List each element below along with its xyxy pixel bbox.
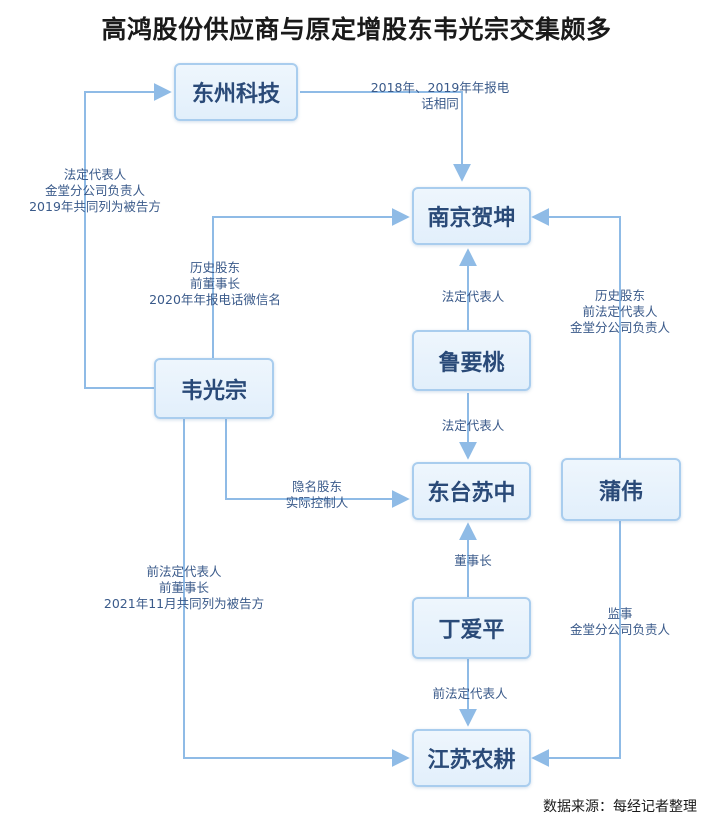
edge-wei-dongzhou — [84, 83, 172, 389]
node-label: 南京贺坤 — [427, 206, 516, 231]
edge-puwei-jiangsu — [531, 521, 621, 767]
label-wei-dongtai: 隐名股东 实际控制人 — [285, 479, 349, 510]
node-label: 丁爱平 — [438, 618, 505, 643]
label-wei-dongzhou: 法定代表人 金堂分公司负责人 2019年共同列为被告方 — [29, 167, 161, 214]
node-lu-yaotao: 鲁要桃 — [412, 330, 531, 391]
label-wei-nanjing: 历史股东 前董事长 2020年年报电话微信名 — [149, 260, 281, 307]
source-note: 数据来源：每经记者整理 — [543, 799, 697, 815]
node-dongtai-suzhong: 东台苏中 — [412, 462, 531, 520]
label-dingaiping-dongtai: 董事长 — [454, 553, 492, 568]
node-label: 鲁要桃 — [438, 350, 505, 376]
node-label: 江苏农耕 — [427, 748, 516, 773]
label-puwei-jiangsu: 监事 金堂分公司负责人 — [569, 606, 670, 637]
node-label: 东台苏中 — [427, 481, 516, 506]
label-luyaotao-nanjing: 法定代表人 — [441, 289, 505, 304]
label-luyaotao-dongtai: 法定代表人 — [441, 418, 505, 433]
node-label: 蒲伟 — [598, 479, 643, 505]
node-label: 韦光宗 — [180, 378, 247, 404]
node-label: 东州科技 — [191, 82, 280, 107]
node-nanjing-hekun: 南京贺坤 — [412, 187, 531, 245]
edge-dongzhou-nanjing — [300, 91, 471, 182]
label-wei-jiangsu: 前法定代表人 前董事长 2021年11月共同列为被告方 — [103, 564, 265, 611]
node-wei-guangzong: 韦光宗 — [154, 358, 274, 419]
edge-wei-nanjing — [212, 208, 410, 358]
node-pu-wei: 蒲伟 — [561, 458, 681, 521]
node-ding-aiping: 丁爱平 — [412, 597, 531, 659]
node-dongzhou-tech: 东州科技 — [174, 63, 298, 121]
node-jiangsu-nonggeng: 江苏农耕 — [412, 729, 531, 787]
diagram-title: 高鸿股份供应商与原定增股东韦光宗交集颇多 — [101, 15, 612, 44]
label-dingaiping-jiangsu: 前法定代表人 — [432, 686, 508, 701]
label-puwei-nanjing: 历史股东 前法定代表人 金堂分公司负责人 — [569, 288, 670, 335]
label-dongzhou-nanjing: 2018年、2019年年报电 话相同 — [370, 80, 510, 111]
edge-puwei-nanjing — [531, 208, 621, 458]
edge-wei-dongtai — [225, 419, 410, 508]
edge-wei-jiangsu — [183, 419, 410, 767]
